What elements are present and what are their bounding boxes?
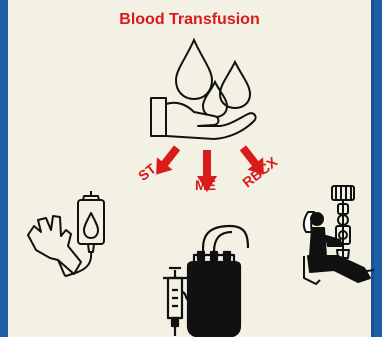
diagram-panel: Blood Transfusion — [8, 0, 374, 337]
exchange-chair-icon — [8, 0, 374, 337]
